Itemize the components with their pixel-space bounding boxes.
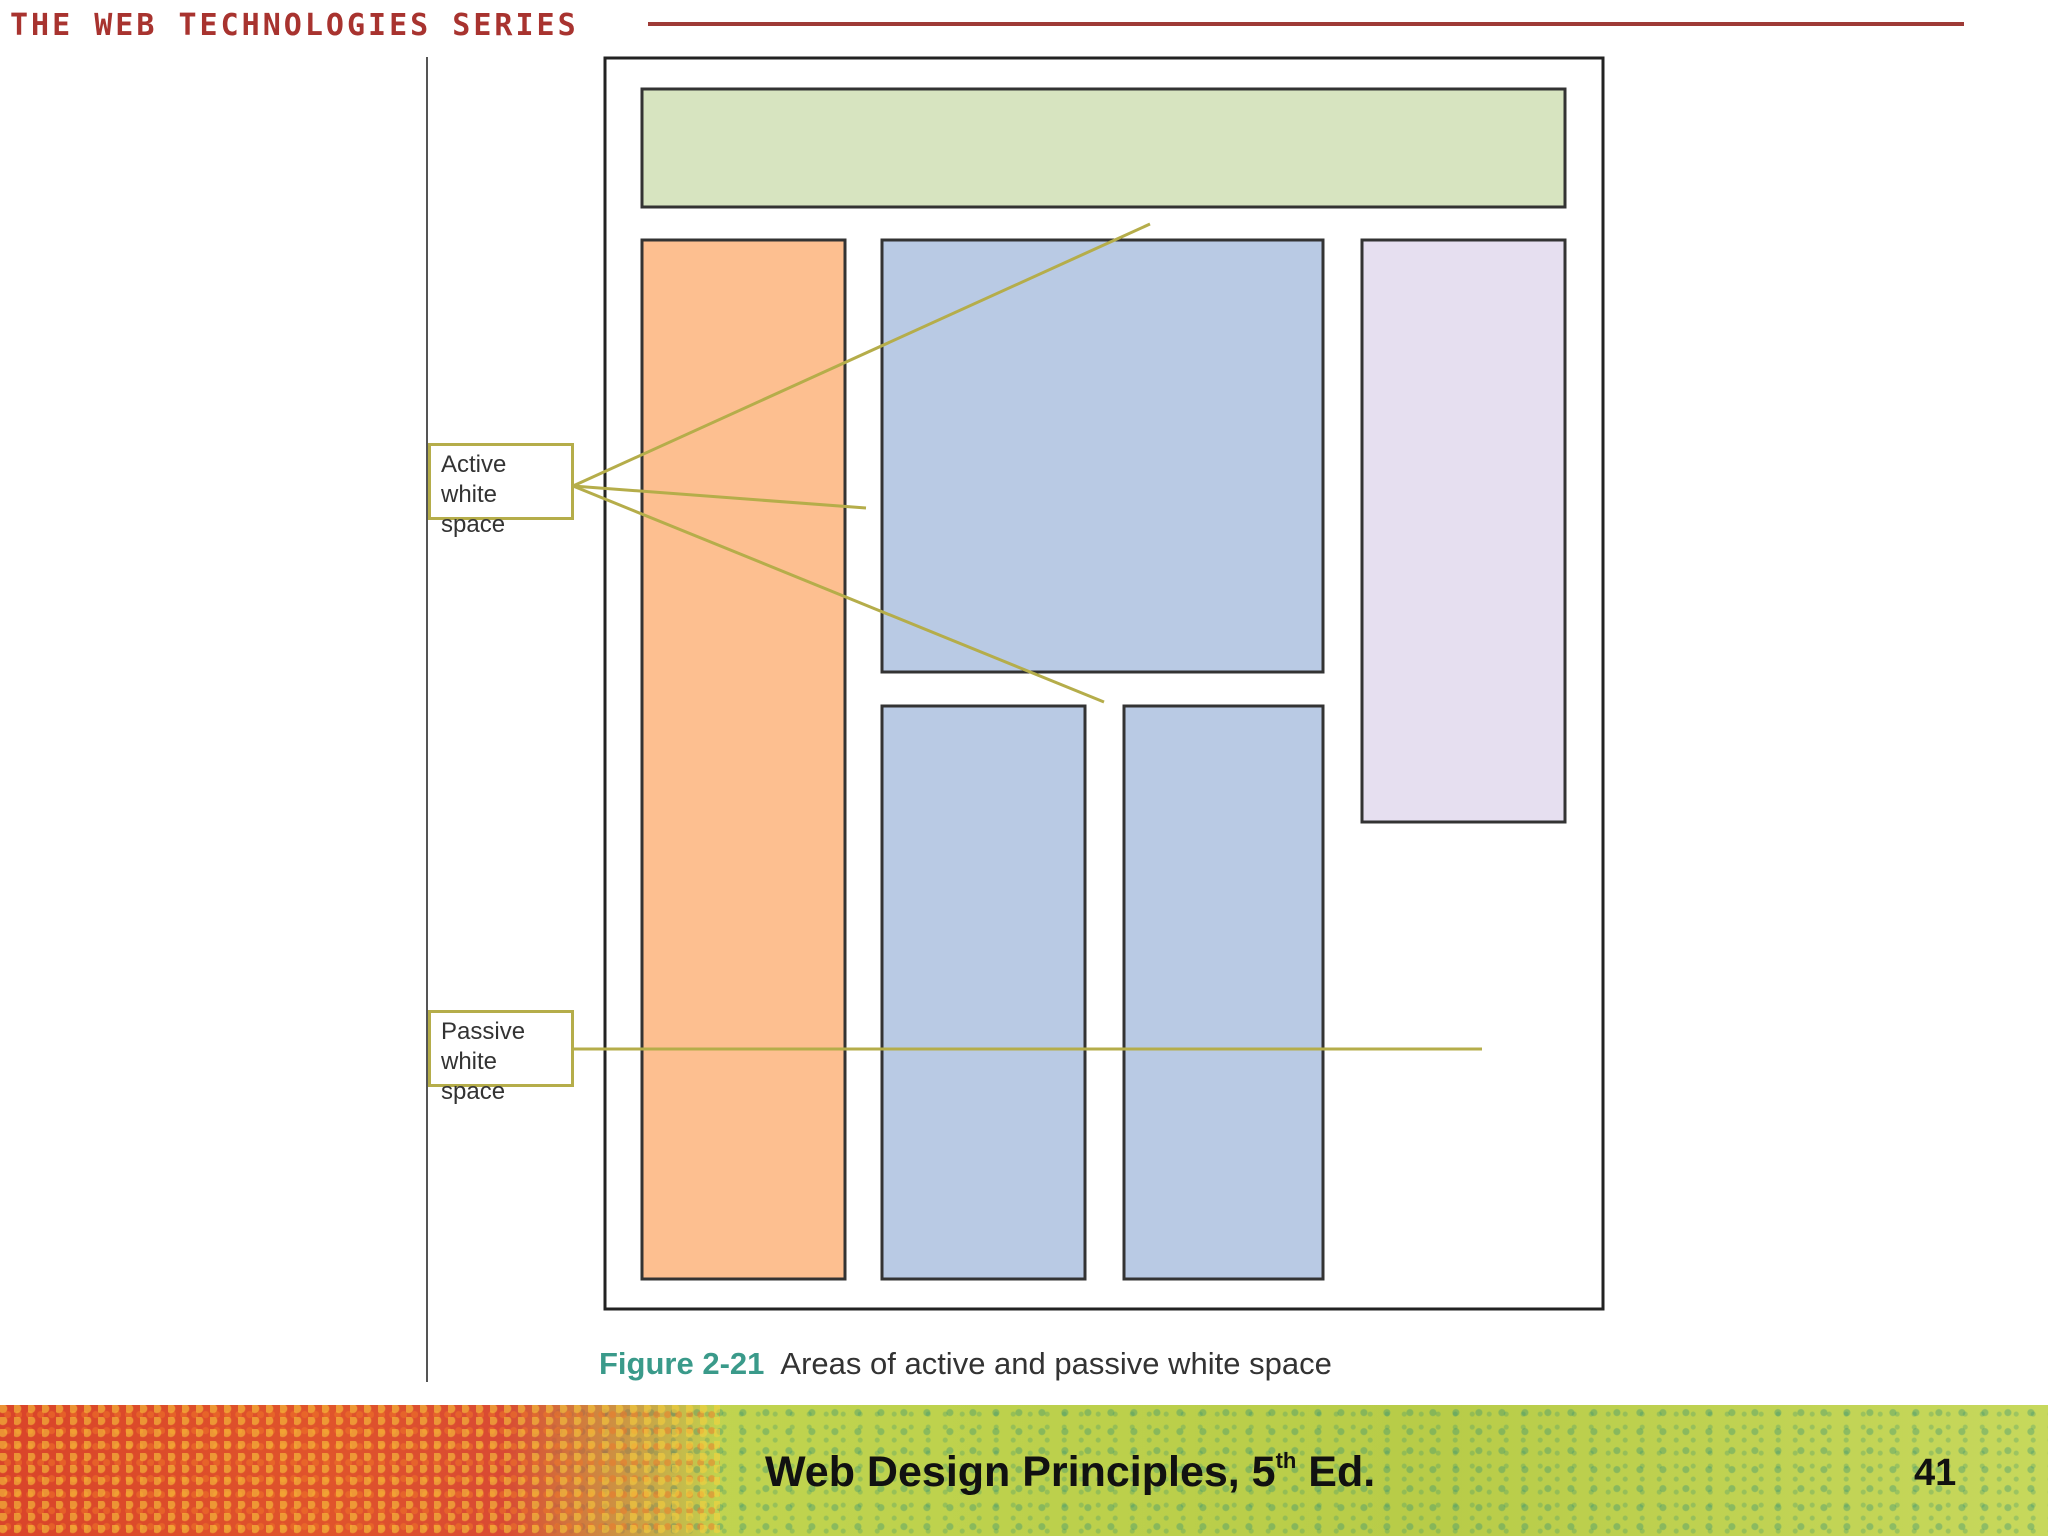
- lower-right-content-block: [1122, 704, 1325, 1281]
- figure-caption-label: Figure 2-21: [599, 1346, 765, 1381]
- header-block: [640, 87, 1567, 209]
- active-pointer-line-3: [572, 484, 1105, 704]
- passive-white-space-callout: Passive white space: [428, 1010, 574, 1105]
- footer-title-main: Web Design Principles, 5: [765, 1448, 1276, 1496]
- active-pointer-line-1: [572, 222, 1151, 488]
- main-content-block: [880, 238, 1325, 674]
- right-column-block: [1360, 238, 1567, 824]
- series-title: THE WEB TECHNOLOGIES SERIES: [10, 8, 579, 43]
- footer-title-end: Ed.: [1296, 1448, 1376, 1496]
- footer-band: [0, 1405, 2048, 1536]
- footer-title-superscript: th: [1275, 1448, 1297, 1473]
- figure-caption: Figure 2-21 Areas of active and passive w…: [599, 1346, 1332, 1382]
- figure-caption-text: Areas of active and passive white space: [780, 1346, 1332, 1381]
- active-pointer-line-2: [572, 484, 867, 510]
- footer-artwork: [0, 1405, 720, 1536]
- lower-left-content-block: [880, 704, 1087, 1281]
- active-white-space-callout: Active white space: [428, 443, 574, 538]
- page-number: 41: [1914, 1452, 1957, 1494]
- header-rule: [648, 22, 1964, 26]
- footer-book-title: Web Design Principles, 5th Ed.: [765, 1448, 1375, 1497]
- left-column-block: [640, 238, 847, 1281]
